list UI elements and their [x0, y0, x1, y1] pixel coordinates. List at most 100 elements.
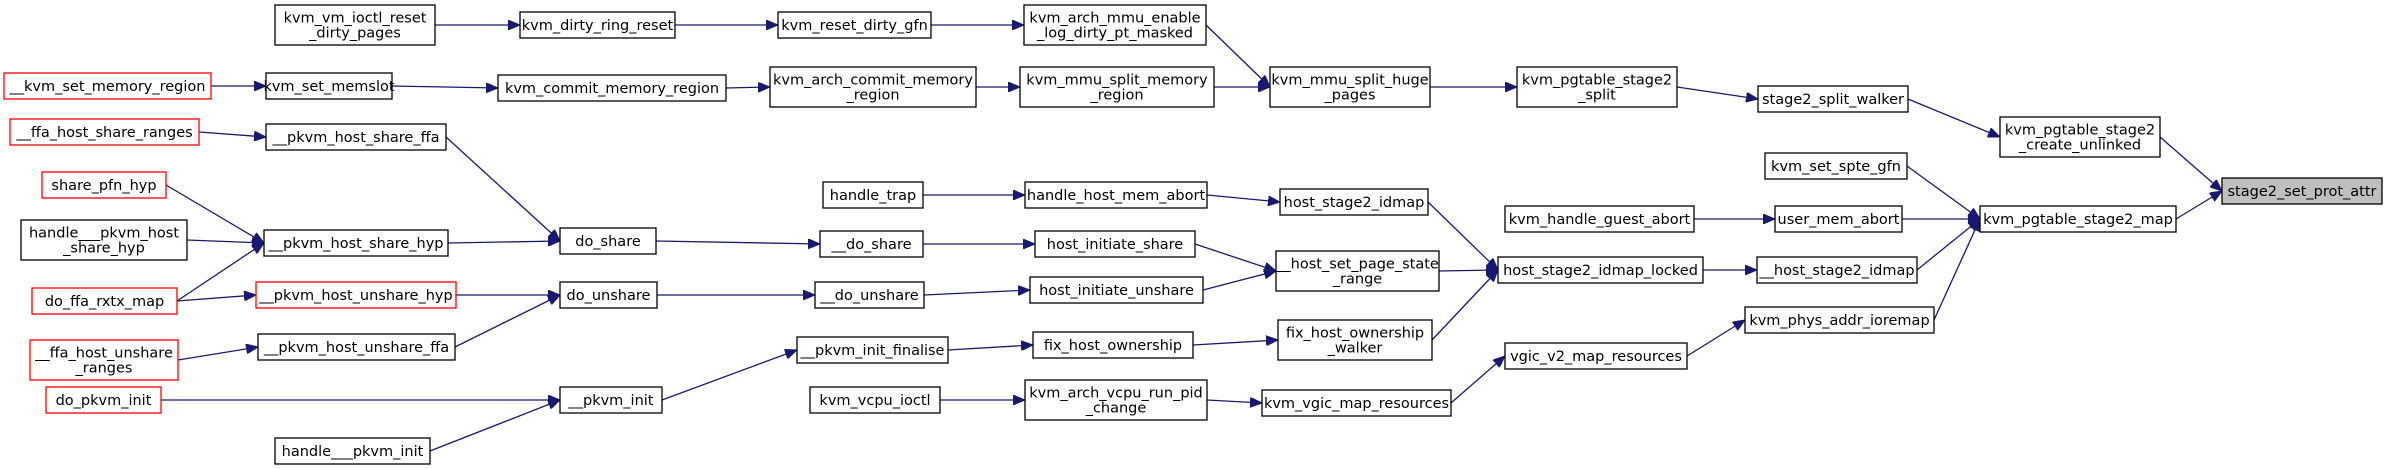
node-fix-host-ownership[interactable]: fix_host_ownership	[1032, 331, 1194, 359]
node-kvm-vcpu-ioctl[interactable]: kvm_vcpu_ioctl	[809, 386, 941, 414]
edge-pkvm-init-finalise-to-fix-host-ownership	[947, 345, 1033, 350]
node-stage2-set-prot-attr[interactable]: stage2_set_prot_attr	[2221, 177, 2383, 205]
node-stage2-split-walker[interactable]: stage2_split_walker	[1757, 85, 1909, 113]
node-pkvm-init[interactable]: __pkvm_init	[559, 386, 663, 414]
node-kvm-arch-commit-memory-region[interactable]: kvm_arch_commit_memory_region	[769, 66, 977, 108]
node-box	[1261, 389, 1452, 417]
node-box	[265, 123, 447, 151]
node-kvm-reset-dirty-gfn[interactable]: kvm_reset_dirty_gfn	[777, 11, 932, 39]
node-label: __do_unshare	[819, 288, 918, 304]
node-host-stage2-idmap[interactable]: __host_stage2_idmap	[1756, 256, 1918, 284]
node-kvm-mmu-split-memory-region[interactable]: kvm_mmu_split_memory_region	[1019, 66, 1215, 108]
node-box	[1516, 66, 1678, 108]
node-kvm-arch-mmu-enable-log-dirty-pt-masked[interactable]: kvm_arch_mmu_enable_log_dirty_pt_masked	[1023, 4, 1207, 46]
node-kvm-commit-memory-region[interactable]: kvm_commit_memory_region	[497, 74, 727, 102]
node-kvm-set-spte-gfn[interactable]: kvm_set_spte_gfn	[1764, 152, 1908, 180]
node-label: host_initiate_share	[1047, 237, 1184, 253]
nodes-layer: kvm_vm_ioctl_reset_dirty_pages kvm_dirty_…	[3, 4, 2383, 465]
node-do-share[interactable]: do_share	[559, 227, 657, 255]
node-do-unshare[interactable]: do_unshare	[559, 281, 658, 309]
node-label: host_stage2_idmap	[1284, 195, 1425, 211]
edge-kvm-set-memslot-to-kvm-commit-memory-region	[391, 86, 498, 88]
node-share-pfn-hyp[interactable]: share_pfn_hyp	[41, 171, 167, 199]
node-do-ffa-rxtx-map[interactable]: do_ffa_rxtx_map	[31, 287, 178, 315]
node-box	[559, 386, 663, 414]
node-box	[1019, 66, 1215, 108]
node-kvm-set-memslot[interactable]: kvm_set_memslot	[263, 72, 395, 100]
node-label: share_pfn_hyp	[51, 178, 156, 194]
node-do-pkvm-init[interactable]: do_pkvm_init	[45, 386, 162, 414]
node-handle-pkvm-host-share-hyp[interactable]: handle___pkvm_host_share_hyp	[20, 219, 188, 261]
edge-share-pfn-hyp-to-pkvm-host-share-hyp	[165, 184, 264, 243]
edge-fix-host-ownership-to-fix-host-ownership-walker	[1192, 340, 1278, 345]
node-box	[819, 230, 924, 258]
node-kvm-phys-addr-ioremap[interactable]: kvm_phys_addr_ioremap	[1744, 306, 1935, 334]
node-box	[1774, 205, 1903, 233]
node-label: __pkvm_host_share_ffa	[272, 130, 440, 146]
node-kvm-dirty-ring-reset[interactable]: kvm_dirty_ring_reset	[519, 11, 676, 39]
node-box	[257, 333, 456, 361]
node-kvm-mmu-split-huge-pages[interactable]: kvm_mmu_split_huge_pages	[1269, 66, 1431, 108]
node-user-mem-abort[interactable]: user_mem_abort	[1774, 205, 1903, 233]
node-box	[814, 281, 925, 309]
node-handle-pkvm-init[interactable]: handle___pkvm_init	[274, 437, 431, 465]
node-box	[9, 118, 200, 146]
edge-pkvm-init-to-pkvm-init-finalise	[661, 350, 797, 401]
edge-stage2-split-walker-to-kvm-pgtable-stage2-create-unlinked	[1907, 98, 2000, 138]
node-host-initiate-unshare[interactable]: host_initiate_unshare	[1029, 276, 1204, 304]
edge-handle-pkvm-init-to-pkvm-init	[429, 400, 560, 452]
node-kvm-set-memory-region[interactable]: __kvm_set_memory_region	[3, 72, 212, 100]
node-handle-trap[interactable]: handle_trap	[822, 181, 924, 209]
node-vgic-v2-map-resources[interactable]: vgic_v2_map_resources	[1504, 342, 1688, 370]
node-label: handle___pkvm_init	[282, 444, 424, 460]
node-box	[265, 72, 393, 100]
edge-handle-pkvm-host-share-hyp-to-pkvm-host-share-hyp	[186, 240, 264, 243]
node-label: kvm_mmu_split_memory	[1026, 73, 1208, 89]
edge-ffa-host-share-ranges-to-pkvm-host-share-ffa	[198, 132, 266, 137]
node-label: host_stage2_idmap_locked	[1503, 263, 1698, 279]
node-box	[45, 386, 162, 414]
node-box	[1744, 306, 1935, 334]
node-host-stage2-idmap-locked[interactable]: host_stage2_idmap_locked	[1497, 256, 1704, 284]
node-box	[29, 339, 179, 381]
node-label: kvm_dirty_ring_reset	[522, 18, 674, 34]
node-label: _dirty_pages	[308, 26, 401, 42]
node-box	[41, 171, 167, 199]
node-label: fix_host_ownership	[1044, 338, 1182, 354]
node-kvm-pgtable-stage2-map[interactable]: kvm_pgtable_stage2_map	[1979, 205, 2177, 233]
node-box	[1269, 66, 1431, 108]
node-host-stage2-idmap[interactable]: host_stage2_idmap	[1279, 188, 1429, 216]
node-host-initiate-share[interactable]: host_initiate_share	[1034, 230, 1196, 258]
edge-kvm-pgtable-stage2-split-to-stage2-split-walker	[1676, 86, 1758, 99]
node-kvm-handle-guest-abort[interactable]: kvm_handle_guest_abort	[1504, 205, 1695, 233]
edge-kvm-pgtable-stage2-map-to-stage2-set-prot-attr	[2175, 191, 2222, 220]
node-host-set-page-state-range[interactable]: __host_set_page_state_range	[1275, 250, 1440, 292]
node-do-unshare[interactable]: __do_unshare	[814, 281, 925, 309]
edge-kvm-set-spte-gfn-to-kvm-pgtable-stage2-map	[1906, 165, 1980, 219]
node-box	[1756, 256, 1918, 284]
node-label: _walker	[1327, 341, 1383, 357]
edge-do-unshare-to-host-initiate-unshare	[923, 290, 1030, 296]
node-box	[769, 66, 977, 108]
node-box	[809, 386, 941, 414]
node-fix-host-ownership-walker[interactable]: fix_host_ownership_walker	[1277, 319, 1433, 361]
node-kvm-arch-vcpu-run-pid-change[interactable]: kvm_arch_vcpu_run_pid_change	[1024, 379, 1208, 421]
node-do-share[interactable]: __do_share	[819, 230, 924, 258]
node-ffa-host-share-ranges[interactable]: __ffa_host_share_ranges	[9, 118, 200, 146]
node-label: handle_trap	[830, 188, 916, 204]
edge-kvm-arch-vcpu-run-pid-change-to-kvm-vgic-map-resources	[1206, 400, 1262, 403]
node-box	[1999, 116, 2161, 158]
edge-fix-host-ownership-walker-to-host-stage2-idmap-locked	[1431, 270, 1498, 341]
node-handle-host-mem-abort[interactable]: handle_host_mem_abort	[1024, 181, 1208, 209]
node-kvm-vm-ioctl-reset-dirty-pages[interactable]: kvm_vm_ioctl_reset_dirty_pages	[274, 4, 436, 46]
node-ffa-host-unshare-ranges[interactable]: __ffa_host_unshare_ranges	[29, 339, 179, 381]
node-pkvm-init-finalise[interactable]: __pkvm_init_finalise	[796, 336, 949, 364]
node-kvm-vgic-map-resources[interactable]: kvm_vgic_map_resources	[1261, 389, 1452, 417]
node-pkvm-host-share-hyp[interactable]: __pkvm_host_share_hyp	[263, 229, 449, 257]
node-pkvm-host-unshare-hyp[interactable]: __pkvm_host_unshare_hyp	[255, 281, 457, 309]
node-kvm-pgtable-stage2-create-unlinked[interactable]: kvm_pgtable_stage2_create_unlinked	[1999, 116, 2161, 158]
node-pkvm-host-unshare-ffa[interactable]: __pkvm_host_unshare_ffa	[257, 333, 456, 361]
node-label: __pkvm_host_unshare_hyp	[258, 288, 452, 304]
node-kvm-pgtable-stage2-split[interactable]: kvm_pgtable_stage2_split	[1516, 66, 1678, 108]
node-pkvm-host-share-ffa[interactable]: __pkvm_host_share_ffa	[265, 123, 447, 151]
